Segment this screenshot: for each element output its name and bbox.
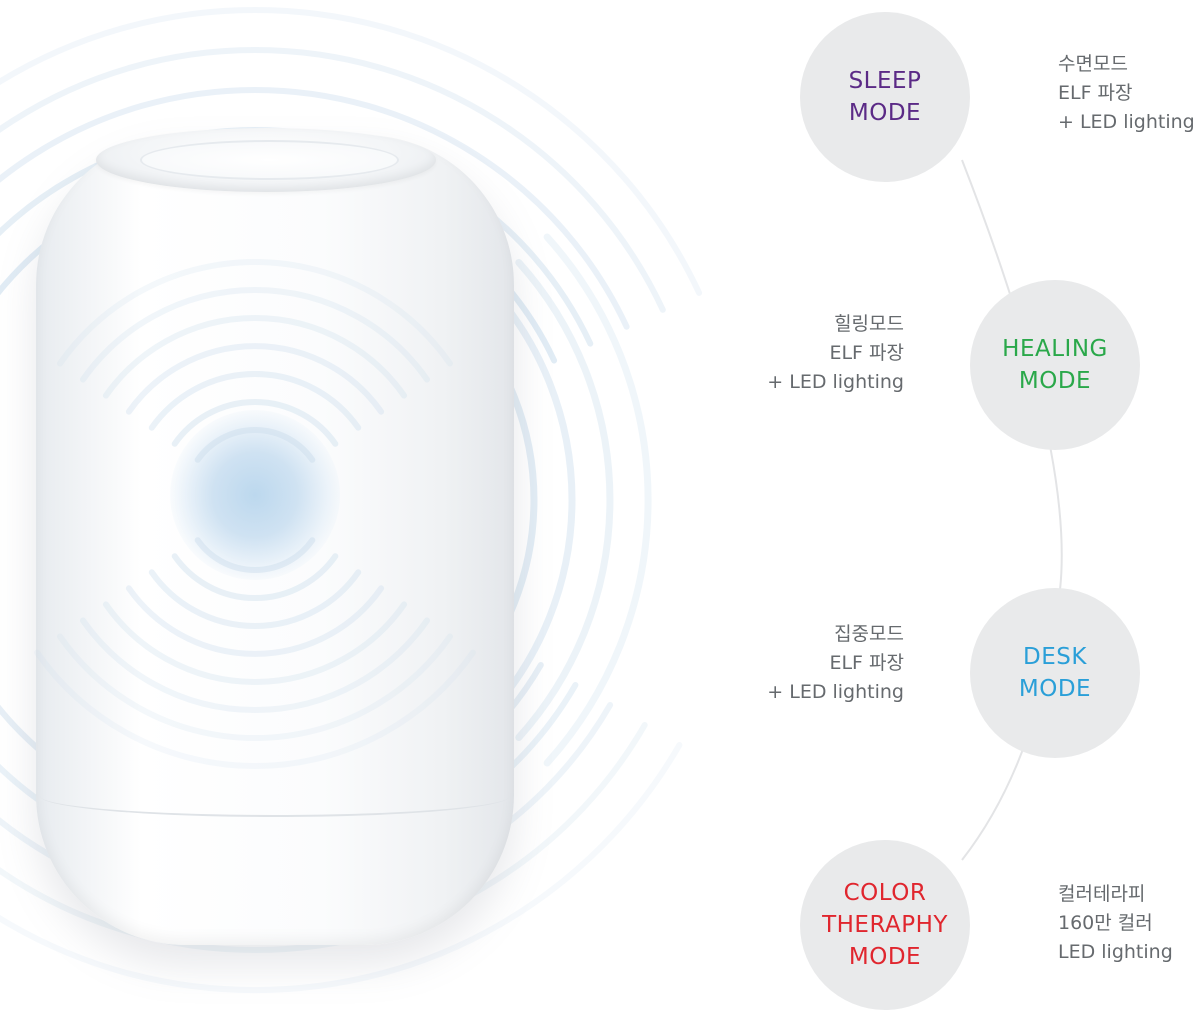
healing-mode-title-line: MODE: [1018, 368, 1092, 394]
sleep-mode-circle[interactable]: SLEEP MODE: [800, 12, 970, 182]
sleep-mode-description: 수면모드 ELF 파장 + LED lighting: [1058, 50, 1195, 137]
description-line: ELF 파장: [1058, 82, 1133, 104]
inner-wave-arcs: [34, 258, 476, 770]
description-line: + LED lighting: [1058, 111, 1195, 133]
description-line: ELF 파장: [829, 342, 904, 364]
wave-arc: [0, 7, 703, 296]
inner-wave-arc: [171, 399, 339, 447]
description-line: + LED lighting: [767, 681, 904, 703]
wave-arc: [543, 233, 652, 767]
description-line: ELF 파장: [829, 652, 904, 674]
description-line: 집중모드: [834, 623, 904, 645]
wave-arc: [515, 259, 614, 741]
color-therapy-mode-circle[interactable]: COLOR THERAPHY MODE: [800, 840, 970, 1010]
description-line: LED lighting: [1058, 941, 1173, 963]
desk-mode-description: 집중모드 ELF 파장 + LED lighting: [700, 620, 904, 707]
healing-mode-title: HEALING MODE: [1002, 333, 1108, 397]
sleep-mode-title: SLEEP MODE: [849, 65, 922, 129]
healing-mode-description: 힐링모드 ELF 파장 + LED lighting: [700, 310, 904, 397]
inner-wave-arc: [102, 601, 408, 686]
inner-wave-arc: [57, 258, 453, 367]
color-therapy-mode-title-line: COLOR: [843, 880, 927, 906]
sleep-mode-title-line: MODE: [848, 100, 922, 126]
desk-mode-title-line: DESK: [1023, 644, 1087, 670]
inner-wave-arc: [34, 649, 476, 770]
inner-wave-arc: [194, 427, 316, 463]
description-line: 힐링모드: [834, 313, 904, 335]
sleep-mode-title-line: SLEEP: [848, 68, 922, 94]
wave-arc: [0, 722, 648, 953]
description-line: 수면모드: [1058, 53, 1128, 75]
color-therapy-mode-title-line: THERAPHY: [822, 912, 948, 938]
description-line: 160만 컬러: [1058, 912, 1153, 934]
device-base-seam: [40, 775, 510, 817]
healing-mode-title-line: HEALING: [1002, 336, 1108, 362]
desk-mode-circle[interactable]: DESK MODE: [970, 588, 1140, 758]
inner-wave-arc: [125, 585, 385, 657]
desk-mode-title-line: MODE: [1018, 676, 1092, 702]
inner-wave-arc: [57, 633, 453, 742]
color-therapy-mode-description: 컬러테라피 160만 컬러 LED lighting: [1058, 880, 1173, 967]
inner-wave-arc: [148, 370, 362, 431]
description-line: + LED lighting: [767, 371, 904, 393]
inner-wave-arc: [125, 343, 385, 415]
desk-mode-title: DESK MODE: [1019, 641, 1091, 705]
inner-wave-arc: [194, 537, 316, 573]
wave-arc: [0, 742, 683, 994]
device-top-ring: [140, 140, 399, 180]
color-therapy-mode-title: COLOR THERAPHY MODE: [822, 877, 948, 973]
inner-wave-arc: [148, 569, 362, 630]
wave-arc: [487, 284, 576, 716]
color-therapy-mode-title-line: MODE: [848, 944, 922, 970]
inner-wave-arc: [102, 314, 408, 399]
description-line: 컬러테라피: [1058, 883, 1146, 905]
wave-arc: [0, 47, 666, 313]
device-light-glow: [170, 410, 340, 580]
inner-wave-arc: [171, 553, 339, 601]
inner-wave-arc: [80, 286, 430, 383]
inner-wave-arc: [80, 617, 430, 714]
healing-mode-circle[interactable]: HEALING MODE: [970, 280, 1140, 450]
wave-arc: [0, 86, 630, 330]
